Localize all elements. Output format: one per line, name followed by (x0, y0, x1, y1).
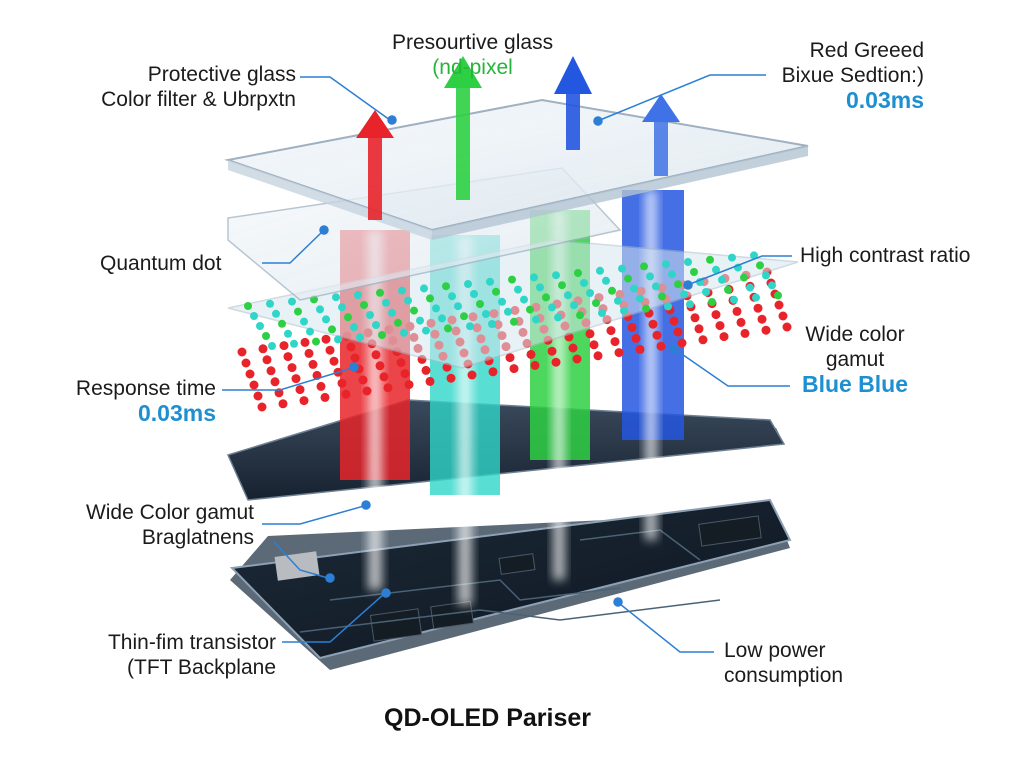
wide-gamut-left-line1: Wide Color gamut (85, 501, 254, 524)
diagram-title: QD-OLED Pariser (384, 704, 592, 732)
low-power-line1: Low power (724, 639, 826, 662)
wide-gamut-right-line1: Wide color (805, 323, 905, 346)
label-top-right: Red Greeed Bixue Sedtion:) 0.03ms (782, 38, 924, 113)
label-quantum-dot: Quantum dot (100, 252, 222, 275)
response-time-value: 0.03ms (137, 400, 216, 426)
label-wide-gamut-right: Wide color gamut Blue Blue (790, 322, 920, 397)
tft-backplane (229, 498, 792, 670)
wide-gamut-right-line2: gamut (825, 348, 885, 371)
tft-line2: (TFT Backplane (127, 656, 276, 679)
top-right-value: 0.03ms (845, 87, 924, 113)
top-right-line2: Bixue Sedtion:) (781, 64, 924, 87)
wide-gamut-right-value: Blue Blue (801, 371, 909, 397)
label-low-power: Low power consumption (724, 638, 843, 688)
quantum-dot-layer (227, 239, 799, 369)
leader-lines (222, 74, 792, 653)
protective-glass-line2: Color filter & Ubrpxtn (101, 88, 296, 111)
wide-gamut-left-line2: Braglatnens (141, 526, 254, 549)
label-high-contrast: High contrast ratio (800, 244, 971, 267)
top-center-line2: (nd-pixel (432, 56, 513, 79)
protective-glass-line1: Protective glass (147, 63, 296, 86)
emission-arrows (356, 56, 680, 220)
tft-line1: Thin-fim transistor (107, 631, 276, 654)
top-center-line1: Presourtive glass (392, 31, 554, 54)
label-protective-glass: Protective glass Color filter & Ubrpxtn (101, 62, 296, 112)
response-time-line1: Response time (75, 377, 216, 400)
label-response-time: Response time 0.03ms (76, 376, 216, 426)
top-right-line1: Red Greeed (809, 39, 924, 62)
label-tft-backplane: Thin-fim transistor (TFT Backplane (108, 630, 276, 680)
label-top-center: Presourtive glass (nd-pixel (392, 30, 553, 80)
label-wide-gamut-left: Wide Color gamut Braglatnens (86, 500, 254, 550)
oled-emissive-layer (226, 399, 786, 501)
low-power-line2: consumption (724, 664, 844, 687)
